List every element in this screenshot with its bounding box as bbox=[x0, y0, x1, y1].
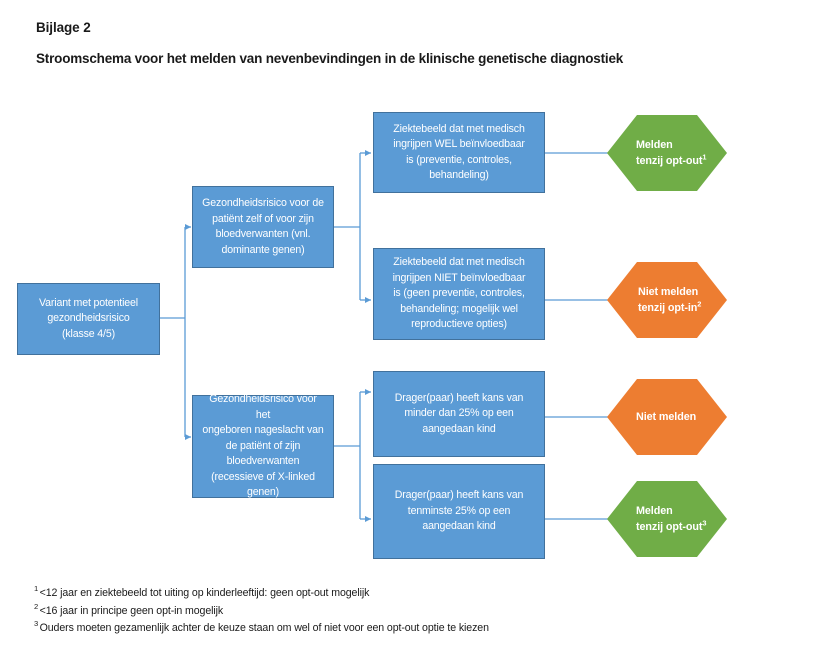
node-outcome-no-report[interactable]: Niet melden bbox=[607, 379, 727, 455]
node-branch-offspring-risk-label: Gezondheidsrisico voor het ongeboren nag… bbox=[202, 393, 324, 499]
node-outcome-report-optout-3-label: Melden tenzij opt-out3 bbox=[636, 505, 707, 533]
node-variant-start-label: Variant met potentieel gezondheidsrisico… bbox=[39, 296, 138, 340]
node-outcome-no-report-optin-2[interactable]: Niet melden tenzij opt-in2 bbox=[607, 262, 727, 338]
node-outcome-report-optout-1-label: Melden tenzij opt-out1 bbox=[636, 139, 707, 167]
node-cond-high-risk[interactable]: Drager(paar) heeft kans van tenminste 25… bbox=[373, 464, 545, 559]
footnotes-block: 1<12 jaar en ziektebeeld tot uiting op k… bbox=[34, 585, 804, 638]
node-variant-start[interactable]: Variant met potentieel gezondheidsrisico… bbox=[17, 283, 160, 355]
node-cond-not-actionable-label: Ziektebeeld dat met medisch ingrijpen NI… bbox=[392, 256, 526, 331]
footnote-1: 1<12 jaar en ziektebeeld tot uiting op k… bbox=[34, 585, 804, 603]
node-cond-low-risk-label: Drager(paar) heeft kans van minder dan 2… bbox=[394, 391, 524, 435]
footnote-3-marker: 3 bbox=[34, 619, 39, 629]
node-cond-actionable[interactable]: Ziektebeeld dat met medisch ingrijpen WE… bbox=[373, 112, 545, 193]
footnote-2-marker: 2 bbox=[34, 601, 39, 611]
node-cond-not-actionable[interactable]: Ziektebeeld dat met medisch ingrijpen NI… bbox=[373, 248, 545, 340]
node-branch-somatic-risk-label: Gezondheidsrisico voor de patiënt zelf o… bbox=[202, 197, 324, 256]
node-cond-actionable-label: Ziektebeeld dat met medisch ingrijpen WE… bbox=[393, 122, 525, 182]
footnote-3-text: Ouders moeten gezamenlijk achter de keuz… bbox=[39, 622, 489, 634]
node-outcome-report-optout-3[interactable]: Melden tenzij opt-out3 bbox=[607, 481, 727, 557]
node-branch-somatic-risk[interactable]: Gezondheidsrisico voor de patiënt zelf o… bbox=[192, 186, 334, 268]
document-heading: Bijlage 2 Stroomschema voor het melden v… bbox=[36, 18, 796, 69]
node-branch-offspring-risk[interactable]: Gezondheidsrisico voor het ongeboren nag… bbox=[192, 393, 334, 498]
footnote-2: 2<16 jaar in principe geen opt-in mogeli… bbox=[34, 603, 804, 621]
footnote-1-marker: 1 bbox=[34, 584, 39, 594]
footnote-marker-3: 3 bbox=[702, 518, 707, 528]
footnote-2-text: <16 jaar in principe geen opt-in mogelij… bbox=[39, 604, 224, 617]
footnote-marker-1: 1 bbox=[702, 152, 707, 162]
node-cond-high-risk-label: Drager(paar) heeft kans van tenminste 25… bbox=[394, 489, 524, 533]
page-title: Stroomschema voor het melden van nevenbe… bbox=[36, 51, 624, 66]
footnote-1-text: <12 jaar en ziektebeeld tot uiting op ki… bbox=[39, 587, 370, 599]
node-outcome-report-optout-1[interactable]: Melden tenzij opt-out1 bbox=[607, 115, 727, 191]
node-cond-low-risk[interactable]: Drager(paar) heeft kans van minder dan 2… bbox=[373, 371, 545, 457]
appendix-label: Bijlage 2 bbox=[36, 20, 91, 35]
footnote-marker-2: 2 bbox=[697, 299, 702, 309]
node-outcome-no-report-optin-2-label: Niet melden tenzij opt-in2 bbox=[638, 286, 702, 314]
node-outcome-no-report-label: Niet melden bbox=[636, 411, 697, 423]
